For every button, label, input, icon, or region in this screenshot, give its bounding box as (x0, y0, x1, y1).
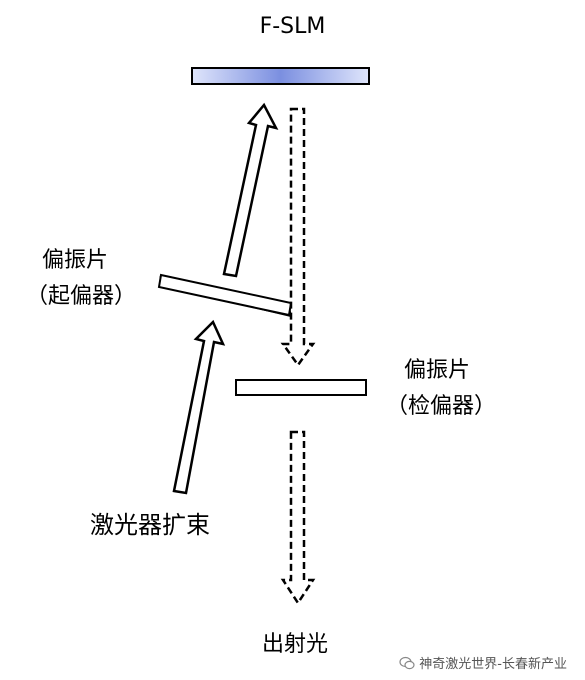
watermark: 神奇激光世界-长春新产业 (399, 653, 567, 672)
output-label: 出射光 (262, 632, 329, 657)
slm-plate (191, 67, 370, 85)
polarized-beam-arrow (222, 102, 279, 278)
polarizer-plate-2 (235, 379, 367, 396)
output-beam-arrow (280, 430, 316, 606)
polarizer2-label-line2: （检偏器） (386, 394, 497, 419)
polarizer1-label-line2: （起偏器） (26, 284, 137, 309)
watermark-text: 神奇激光世界-长春新产业 (419, 657, 567, 672)
polarizer1-label-line1: 偏振片 (42, 248, 109, 273)
polarizer2-label-line1: 偏振片 (404, 358, 471, 383)
laser-label: 激光器扩束 (90, 511, 210, 539)
wechat-icon (399, 656, 415, 669)
reflected-beam-arrow (280, 107, 316, 368)
slm-label: F-SLM (259, 14, 326, 39)
input-beam-arrow (172, 319, 226, 495)
